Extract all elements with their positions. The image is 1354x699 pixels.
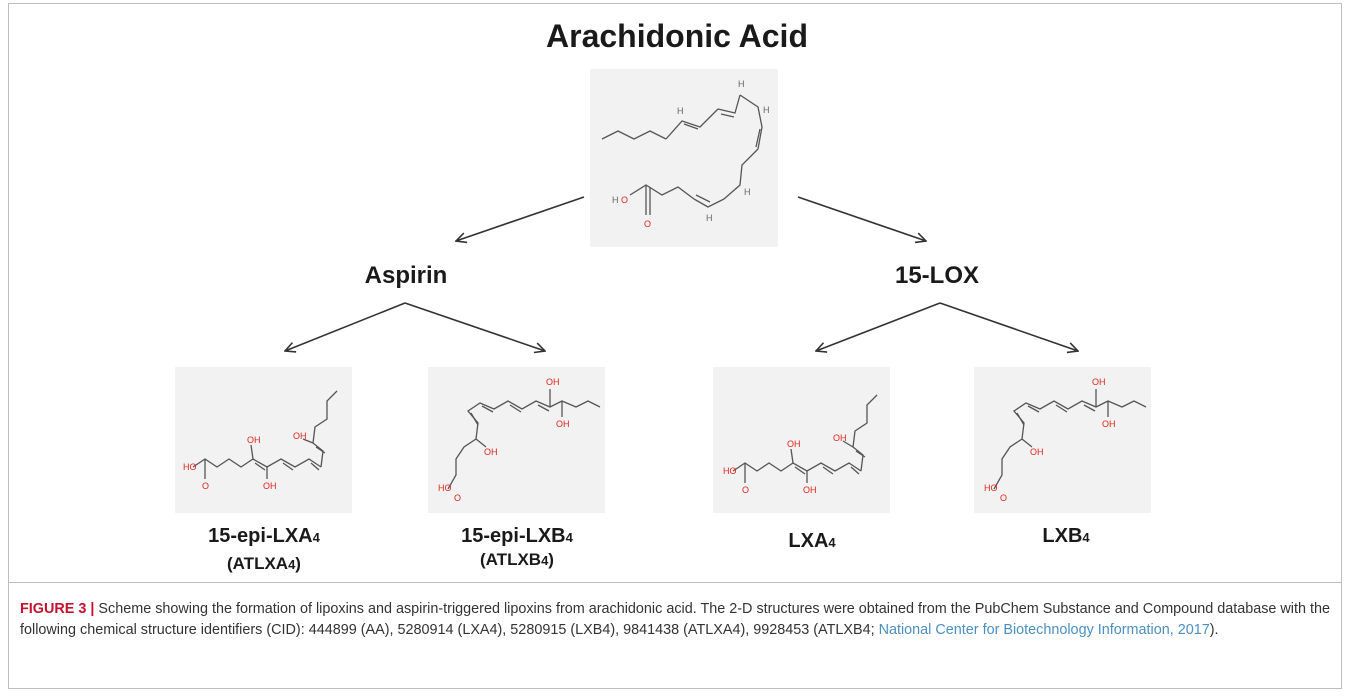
c15-oh-label: OH [293, 431, 307, 441]
abbr-subscript: 4 [541, 553, 549, 568]
abbr-main: (ATLXB [480, 550, 542, 569]
h-label: H [744, 187, 751, 197]
caption-divider [8, 582, 1342, 583]
carbonyl-o-label: O [644, 219, 651, 229]
name-subscript: 4 [828, 535, 836, 550]
c5-oh-label: OH [247, 435, 261, 445]
c6-oh-label: OH [263, 481, 277, 491]
c15-oh-label: OH [1102, 419, 1116, 429]
acid-hydroxyl-label: HO [183, 462, 197, 472]
lxb4-svg: HO O OH OH OH [984, 377, 1147, 503]
arachidonic-acid-svg: O H O H H H H H [601, 79, 770, 229]
figure-caption: FIGURE 3 | Scheme showing the formation … [20, 599, 1330, 641]
c6-oh-label: OH [803, 485, 817, 495]
hydroxyl-o-label: O [621, 195, 628, 205]
abbr-subscript: 4 [288, 557, 296, 572]
abbr-main: (ATLXA [227, 554, 289, 573]
15-epi-lxb4-structure: HO O OH OH OH [428, 367, 605, 513]
carbonyl-o-label: O [454, 493, 461, 503]
lxb4-label: LXB4 [1042, 525, 1089, 548]
15-epi-lxa4-structure: HO O OH OH OH [175, 367, 352, 513]
name-main: 15-epi-LXA [208, 525, 313, 547]
caption-end: ). [1209, 622, 1219, 638]
figure-frame [8, 3, 1342, 689]
h-label: H [738, 79, 745, 89]
carbonyl-o-label: O [742, 485, 749, 495]
acid-hydroxyl-label: HO [438, 483, 452, 493]
15-epi-lxb4-svg: HO O OH OH OH [438, 377, 601, 503]
abbr-end: ) [295, 554, 301, 573]
acid-hydroxyl-label: HO [984, 483, 998, 493]
h-label: H [677, 106, 684, 116]
c14-oh-label: OH [546, 377, 560, 387]
lxa4-label: LXA4 [788, 530, 835, 553]
c14-oh-label: OH [1092, 377, 1106, 387]
name-main: LXB [1042, 525, 1083, 547]
acid-hydroxyl-label: HO [723, 466, 737, 476]
15-lox-branch-title: 15-LOX [894, 262, 980, 289]
c5-oh-label: OH [484, 447, 498, 457]
c15-oh-label: OH [833, 433, 847, 443]
arachidonic-acid-structure: O H O H H H H H [590, 69, 778, 247]
arachidonic-acid-title: Arachidonic Acid [546, 18, 808, 54]
lxb4-structure: HO O OH OH OH [974, 367, 1151, 513]
name-subscript: 4 [312, 530, 320, 545]
carbonyl-o-label: O [202, 481, 209, 491]
h-label: H [763, 105, 770, 115]
15-epi-lxb4-label: 15-epi-LXB4 (ATLXB4) [461, 525, 573, 570]
atlxb4-label: (ATLXB4) [461, 550, 573, 570]
lxa4-svg: HO O OH OH OH [723, 394, 878, 495]
figure-label: FIGURE 3 | [20, 601, 95, 617]
c15-oh-label: OH [556, 419, 570, 429]
15-epi-lxa4-label: 15-epi-LXA4 (ATLXA4) [208, 525, 320, 574]
hydroxyl-h-label: H [612, 195, 619, 205]
carbonyl-o-label: O [1000, 493, 1007, 503]
name-main: 15-epi-LXB [461, 525, 566, 547]
aspirin-branch-title: Aspirin [364, 262, 448, 289]
name-main: LXA [788, 530, 829, 552]
atlxa4-label: (ATLXA4) [208, 554, 320, 574]
c5-oh-label: OH [1030, 447, 1044, 457]
15-epi-lxa4-svg: HO O OH OH OH [183, 390, 338, 491]
caption-text: Scheme showing the formation of lipoxins… [20, 601, 1331, 638]
name-subscript: 4 [1082, 530, 1090, 545]
abbr-end: ) [548, 550, 554, 569]
c5-oh-label: OH [787, 439, 801, 449]
citation-link[interactable]: National Center for Biotechnology Inform… [878, 622, 1210, 638]
lxa4-structure: HO O OH OH OH [713, 367, 890, 513]
name-subscript: 4 [565, 530, 573, 545]
h-label: H [706, 213, 713, 223]
